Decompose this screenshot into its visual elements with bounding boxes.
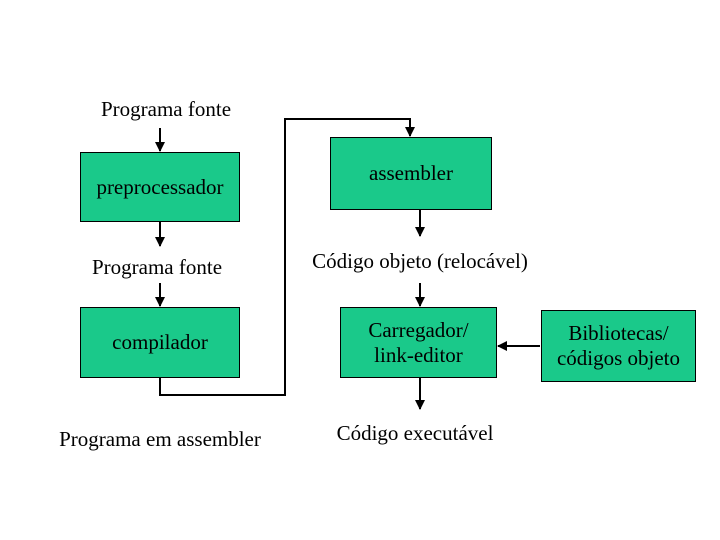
preprocessor-box: preprocessador xyxy=(80,152,240,222)
source-program-top-label: Programa fonte xyxy=(100,97,232,121)
assembler-box: assembler xyxy=(330,137,492,210)
object-code-label: Código objeto (relocável) xyxy=(312,249,528,273)
executable-code-label: Código executável xyxy=(336,421,494,445)
loader-link-editor-box: Carregador/ link-editor xyxy=(340,307,497,378)
source-program-mid-label: Programa fonte xyxy=(91,255,223,279)
assembly-program-label: Programa em assembler xyxy=(59,427,261,451)
wire-compiler-to-assembler xyxy=(159,118,415,396)
libraries-box: Bibliotecas/ códigos objeto xyxy=(541,310,696,382)
compiler-box: compilador xyxy=(80,307,240,378)
